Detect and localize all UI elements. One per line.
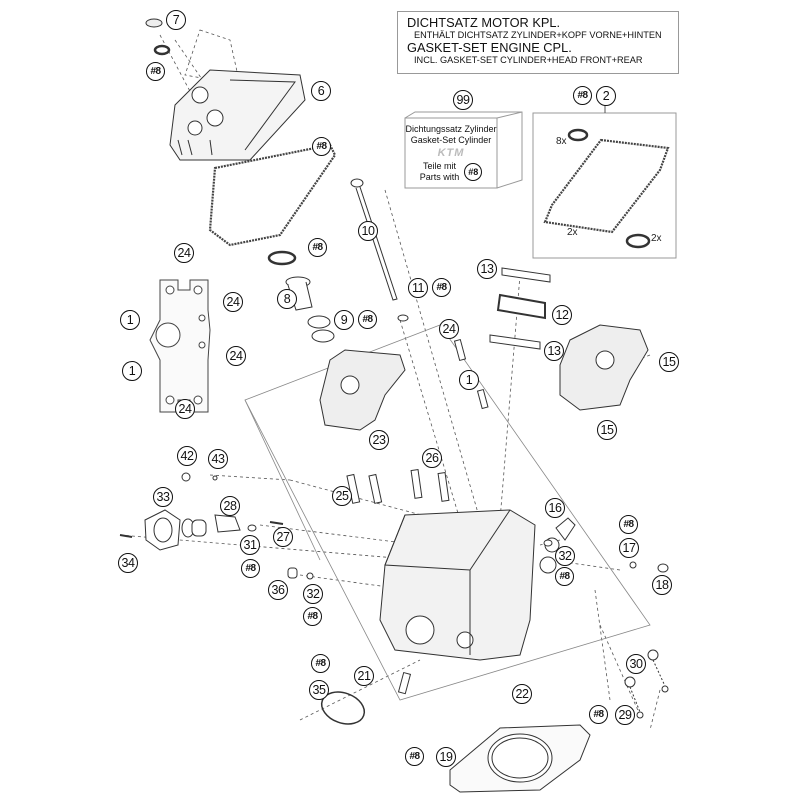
callout-17[interactable]: 17 [619, 538, 639, 558]
callout-10[interactable]: 10 [358, 221, 378, 241]
callout-36[interactable]: 36 [268, 580, 288, 600]
bearing-assembly [489, 267, 551, 350]
callout-15-right[interactable]: 15 [659, 352, 679, 372]
sensor-parts [543, 517, 669, 719]
callout-42[interactable]: 42 [177, 446, 197, 466]
callout-ref-8-32-right[interactable]: #8 [555, 567, 574, 586]
thermostat-parts [119, 472, 314, 580]
kit-box-outline [404, 111, 523, 189]
callout-23[interactable]: 23 [369, 430, 389, 450]
dowel-pin [397, 671, 412, 695]
cylinder-head [379, 509, 560, 661]
title-line-de: DICHTSATZ MOTOR KPL. [407, 15, 561, 30]
callout-1-bolt[interactable]: 1 [459, 370, 479, 390]
callout-32-right[interactable]: 32 [555, 546, 575, 566]
callout-24-bottom[interactable]: 24 [175, 399, 195, 419]
callout-16[interactable]: 16 [545, 498, 565, 518]
callout-1-upper[interactable]: 1 [120, 310, 140, 330]
callout-ref-8-29[interactable]: #8 [589, 705, 608, 724]
callout-33[interactable]: 33 [153, 487, 173, 507]
callout-6[interactable]: 6 [311, 81, 331, 101]
kit-ref-badge[interactable]: #8 [464, 163, 483, 181]
callout-ref-8-9[interactable]: #8 [358, 310, 377, 329]
callout-19[interactable]: 19 [436, 747, 456, 767]
callout-32-left[interactable]: 32 [303, 584, 323, 604]
callout-27[interactable]: 27 [273, 527, 293, 547]
callout-43[interactable]: 43 [208, 449, 228, 469]
kit-box-cylinder: Dichtungssatz Zylinder Gasket-Set Cylind… [405, 118, 497, 186]
title-line-en: GASKET-SET ENGINE CPL. [407, 40, 572, 55]
kit-parts-row: Teile mit Parts with #8 [405, 161, 497, 183]
kit-line-en: Gasket-Set Cylinder [410, 135, 492, 145]
valve-guides [346, 469, 450, 504]
gasket-set-engine-title: DICHTSATZ MOTOR KPL. ENTHÄLT DICHTSATZ Z… [397, 11, 679, 74]
guide-plate [149, 279, 211, 413]
callout-28[interactable]: 28 [220, 496, 240, 516]
assembly-frame [244, 324, 651, 701]
head-gasket [449, 724, 591, 793]
kit-line-de: Dichtungssatz Zylinder [405, 124, 497, 134]
callout-13-bottom[interactable]: 13 [544, 341, 564, 361]
qty-ring: 2x [651, 233, 662, 244]
qty-seals: 8x [556, 136, 567, 147]
subtitle-line-de: ENTHÄLT DICHTSATZ ZYLINDER+KOPF VORNE+HI… [414, 30, 662, 40]
bolts [453, 338, 489, 410]
callout-ref-8-35[interactable]: #8 [311, 654, 330, 673]
callout-ref-8-32-left[interactable]: #8 [303, 607, 322, 626]
callout-ref-8-oring[interactable]: #8 [308, 238, 327, 257]
bolt-10 [350, 178, 409, 322]
callout-31[interactable]: 31 [240, 535, 260, 555]
callout-ref-8-19[interactable]: #8 [405, 747, 424, 766]
callout-30[interactable]: 30 [626, 654, 646, 674]
callout-ref-8-11[interactable]: #8 [432, 278, 451, 297]
callout-ref-8-31[interactable]: #8 [241, 559, 260, 578]
callout-34[interactable]: 34 [118, 553, 138, 573]
kit-parts-en: Parts with [419, 172, 460, 182]
callout-ref-8-cover-gasket[interactable]: #8 [312, 137, 331, 156]
callout-13-top[interactable]: 13 [477, 259, 497, 279]
callout-24-right-upper[interactable]: 24 [223, 292, 243, 312]
callout-24-right-lower[interactable]: 24 [226, 346, 246, 366]
callout-ref-8-17[interactable]: #8 [619, 515, 638, 534]
callout-ref-8-cap[interactable]: #8 [146, 62, 165, 81]
callout-22[interactable]: 22 [512, 684, 532, 704]
oil-cap [145, 18, 171, 56]
callout-12[interactable]: 12 [552, 305, 572, 325]
callout-7[interactable]: 7 [166, 10, 186, 30]
callout-29[interactable]: 29 [615, 705, 635, 725]
callout-2[interactable]: 2 [596, 86, 616, 106]
valve-cover [169, 69, 306, 161]
callout-26[interactable]: 26 [422, 448, 442, 468]
cam-carrier-right [559, 324, 649, 411]
callout-35[interactable]: 35 [309, 680, 329, 700]
callout-99[interactable]: 99 [453, 90, 473, 110]
callout-11[interactable]: 11 [408, 278, 428, 298]
callout-15-bottom[interactable]: 15 [597, 420, 617, 440]
kit-parts-de: Teile mit [422, 161, 456, 171]
callout-ref-8-set[interactable]: #8 [573, 86, 592, 105]
callout-21[interactable]: 21 [354, 666, 374, 686]
callout-24-top[interactable]: 24 [174, 243, 194, 263]
callout-24-bolt[interactable]: 24 [439, 319, 459, 339]
callout-18[interactable]: 18 [652, 575, 672, 595]
callout-1-lower[interactable]: 1 [122, 361, 142, 381]
cam-carrier-left [319, 349, 406, 431]
qty-gasket: 2x [567, 227, 578, 238]
brand-logo: KTM [437, 147, 465, 159]
callout-8[interactable]: 8 [277, 289, 297, 309]
subtitle-line-en: INCL. GASKET-SET CYLINDER+HEAD FRONT+REA… [414, 55, 643, 65]
oring-35 [320, 691, 366, 725]
callout-25[interactable]: 25 [332, 486, 352, 506]
gasket-set-box [532, 105, 677, 259]
callout-9[interactable]: 9 [334, 310, 354, 330]
